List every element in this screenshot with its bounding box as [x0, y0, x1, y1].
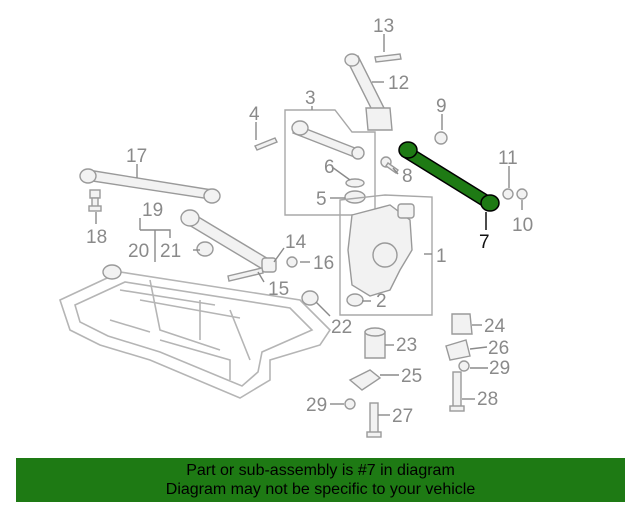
arm-part-3	[291, 120, 365, 160]
callout-25: 25	[401, 366, 422, 387]
bolt-part-4	[254, 137, 278, 151]
fastener-part-29-right	[458, 360, 470, 372]
bushing-part-21	[196, 241, 214, 257]
callout-13: 13	[373, 16, 394, 37]
parts-diagram: 1 2 3 4 5 6 7 8 9 10 11 12 13 14 15 16 1…	[59, 16, 533, 438]
callout-3: 3	[305, 88, 316, 109]
callout-17: 17	[126, 146, 147, 167]
callout-18: 18	[86, 227, 107, 248]
leader-lines	[95, 34, 523, 416]
callout-21: 21	[160, 241, 181, 262]
callout-24: 24	[484, 316, 506, 337]
washer-part-9	[434, 131, 448, 145]
callout-28: 28	[477, 389, 498, 410]
group-frame-3	[284, 109, 376, 216]
callout-2: 2	[376, 291, 387, 312]
callout-14: 14	[285, 232, 307, 253]
bracket-part-25	[348, 369, 382, 391]
callout-27: 27	[392, 406, 413, 427]
callout-12: 12	[388, 73, 409, 94]
nut-part-10	[516, 188, 528, 200]
bolt-part-27	[366, 402, 382, 438]
callout-29-right: 29	[489, 358, 510, 379]
highlighted-arm-part-7	[398, 141, 500, 212]
callout-5: 5	[316, 189, 327, 210]
bracket-part-26	[445, 339, 471, 361]
callout-15: 15	[268, 279, 289, 300]
banner-line-2: Diagram may not be specific to your vehi…	[165, 481, 476, 498]
group-frame-1	[339, 194, 433, 316]
callout-29-left: 29	[306, 395, 327, 416]
washer-part-11	[502, 188, 514, 200]
callout-1: 1	[436, 246, 447, 267]
knuckle-part-1	[347, 203, 415, 297]
block-part-24	[451, 313, 473, 335]
callout-20: 20	[128, 241, 149, 262]
bolt-part-18	[88, 189, 102, 212]
callout-7: 7	[479, 232, 490, 253]
arm-part-12	[344, 53, 393, 131]
callout-19: 19	[142, 200, 163, 221]
callout-9: 9	[436, 96, 447, 117]
callout-16: 16	[313, 253, 334, 274]
callout-22: 22	[331, 317, 352, 338]
arm-part-17	[79, 168, 221, 204]
bushing-part-23	[364, 327, 386, 359]
bushing-part-20	[102, 264, 122, 280]
callout-4: 4	[249, 104, 260, 125]
callout-8: 8	[402, 166, 413, 187]
info-banner: Part or sub-assembly is #7 in diagram Di…	[16, 458, 625, 502]
subframe-part	[59, 271, 332, 399]
nut-part-16	[286, 256, 298, 268]
callout-23: 23	[396, 335, 417, 356]
callout-11: 11	[498, 148, 518, 169]
bolt-part-28	[449, 371, 465, 412]
bolt-part-15	[227, 267, 264, 282]
callout-10: 10	[512, 215, 533, 236]
bushing-part-2	[346, 293, 364, 307]
callout-26: 26	[488, 338, 509, 359]
bushing-part-22	[301, 290, 319, 306]
bushing-part-6	[345, 178, 365, 188]
arm-part-14	[180, 209, 277, 273]
bolt-part-13	[374, 53, 402, 63]
fastener-part-29-left	[344, 398, 356, 410]
callout-6: 6	[324, 157, 335, 178]
banner-line-1: Part or sub-assembly is #7 in diagram	[186, 462, 455, 479]
